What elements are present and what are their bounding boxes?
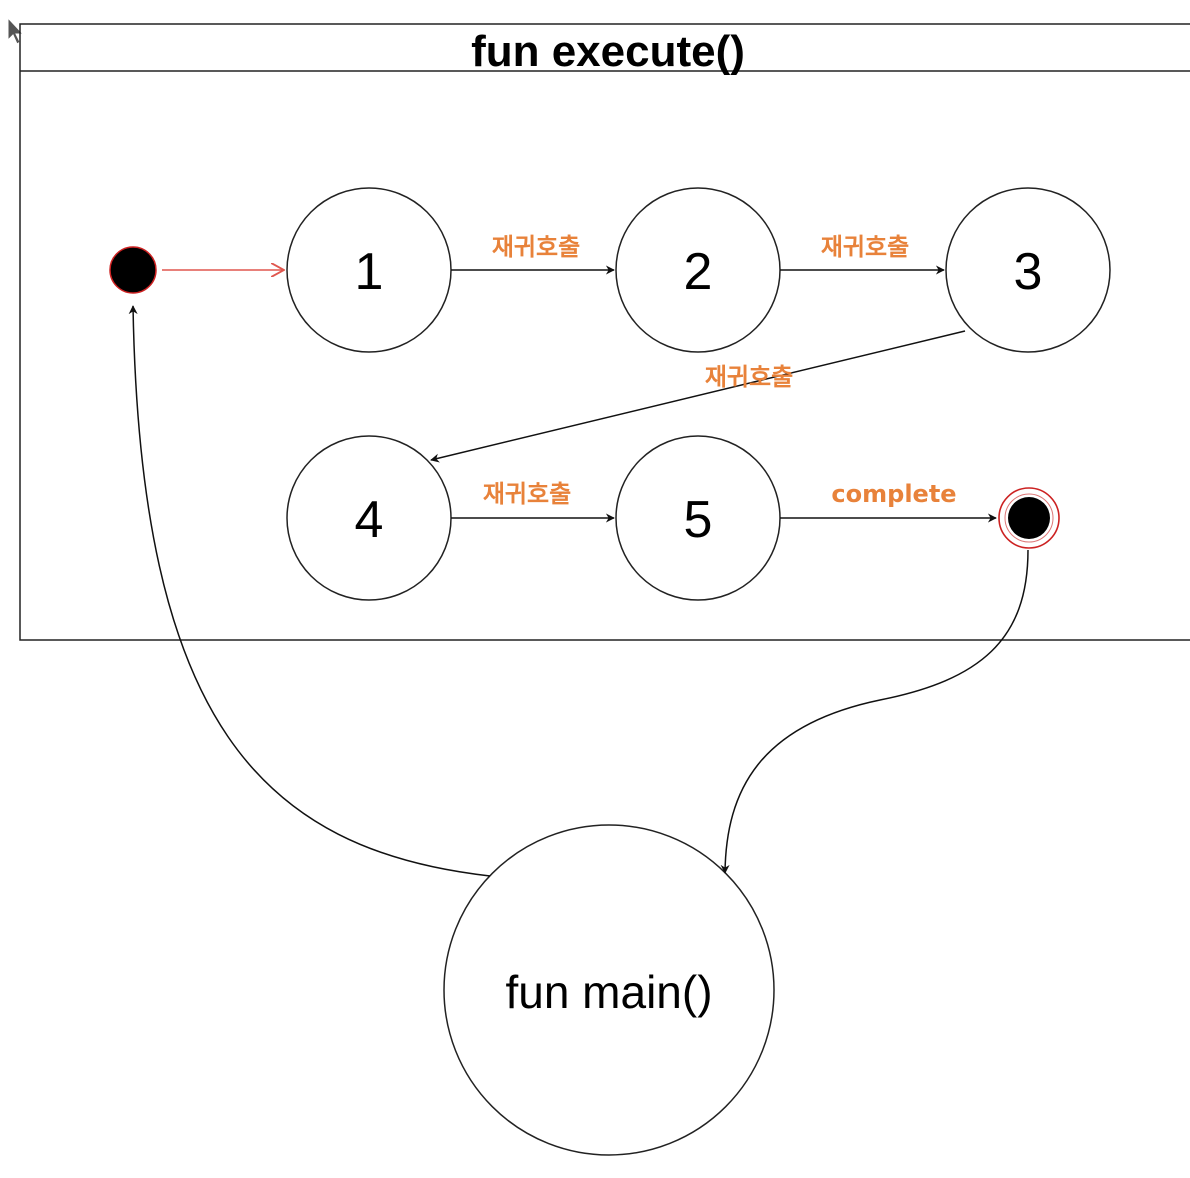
transition-label-4-5: 재귀호출 <box>483 480 571 508</box>
state-node-4[interactable]: 4 <box>286 435 452 601</box>
transition-label-1-2: 재귀호출 <box>492 233 580 261</box>
transition-label-2-3: 재귀호출 <box>821 233 909 261</box>
state-node-5[interactable]: 5 <box>615 435 781 601</box>
initial-state-node[interactable] <box>109 246 157 294</box>
transition-label-3-4: 재귀호출 <box>705 363 793 391</box>
state-node-1[interactable]: 1 <box>286 187 452 353</box>
main-to-initial-arrow <box>128 305 491 877</box>
final-to-main-arrow <box>720 549 1029 874</box>
main-function-label: fun main() <box>505 966 712 1018</box>
state-node-2[interactable]: 2 <box>615 187 781 353</box>
final-state-node[interactable] <box>998 487 1060 549</box>
state-label-3: 3 <box>1014 243 1043 301</box>
state-label-2: 2 <box>684 243 713 301</box>
frame-title: fun execute() <box>471 27 745 76</box>
transition-arrow-3-4 <box>430 330 966 463</box>
transition-label-5-final: complete <box>831 480 956 508</box>
mouse-cursor-icon <box>7 16 25 45</box>
main-function-node[interactable]: fun main() <box>443 824 775 1156</box>
state-label-4: 4 <box>355 491 384 549</box>
execute-frame: fun execute() <box>19 23 1190 641</box>
state-label-1: 1 <box>355 243 384 301</box>
state-node-3[interactable]: 3 <box>945 187 1111 353</box>
state-label-5: 5 <box>684 491 713 549</box>
